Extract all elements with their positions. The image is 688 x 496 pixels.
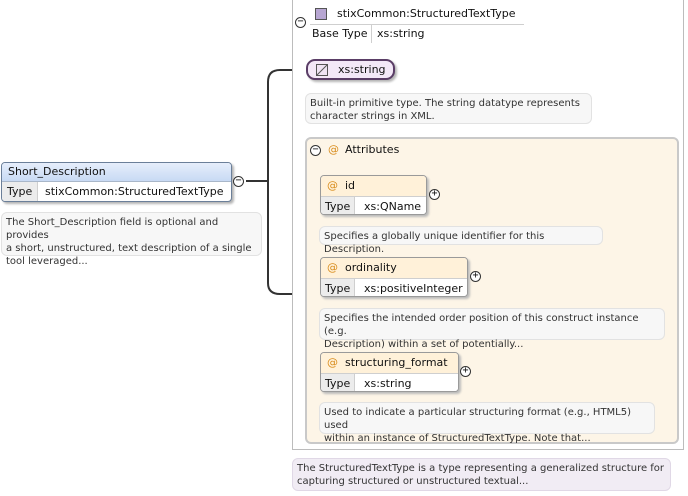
attribute-type-label: Type bbox=[321, 197, 356, 214]
attribute-structuring-format[interactable]: @ structuring_format Type xs:string bbox=[320, 352, 459, 392]
complex-type-name: stixCommon:StructuredTextType bbox=[337, 7, 516, 20]
attribute-name: structuring_format bbox=[345, 356, 448, 369]
simple-type-icon bbox=[316, 64, 328, 76]
element-name: Short_Description bbox=[8, 165, 106, 178]
attribute-id[interactable]: @ id Type xs:QName bbox=[320, 175, 427, 215]
attribute-ordinality-description: Specifies the intended order position of… bbox=[319, 308, 665, 350]
attribute-icon: @ bbox=[327, 261, 338, 274]
attribute-name: id bbox=[345, 179, 356, 192]
complex-type-header-divider bbox=[310, 24, 524, 25]
attribute-structuring-format-description: Used to indicate a particular structurin… bbox=[319, 402, 655, 444]
simple-type-box[interactable]: xs:string bbox=[306, 59, 395, 80]
connector-to-attributes bbox=[267, 181, 306, 295]
simple-type-name: xs:string bbox=[338, 63, 386, 76]
attributes-label: Attributes bbox=[345, 143, 400, 156]
attribute-type-value: xs:QName bbox=[364, 200, 422, 213]
attribute-icon: @ bbox=[327, 356, 338, 369]
element-collapse-toggle[interactable]: − bbox=[233, 176, 244, 187]
base-type-label: Base Type bbox=[312, 27, 368, 40]
attribute-ordinality-expand-toggle[interactable]: + bbox=[470, 271, 481, 282]
attributes-at-icon: @ bbox=[328, 143, 339, 156]
attribute-name: ordinality bbox=[345, 261, 397, 274]
complex-type-icon bbox=[315, 8, 327, 20]
complex-type-description: The StructuredTextType is a type represe… bbox=[292, 458, 671, 491]
element-type-value: stixCommon:StructuredTextType bbox=[45, 185, 224, 198]
attribute-ordinality[interactable]: @ ordinality Type xs:positiveInteger bbox=[320, 257, 468, 297]
attribute-type-value: xs:string bbox=[364, 377, 412, 390]
element-type-label: Type bbox=[2, 182, 39, 201]
attributes-collapse-toggle[interactable]: − bbox=[310, 145, 321, 156]
attribute-id-expand-toggle[interactable]: + bbox=[429, 189, 440, 200]
attribute-type-label: Type bbox=[321, 279, 356, 296]
simple-type-description: Built-in primitive type. The string data… bbox=[305, 93, 592, 124]
base-type-divider bbox=[371, 25, 372, 43]
attribute-icon: @ bbox=[327, 179, 338, 192]
connector-to-simple-type bbox=[246, 69, 306, 182]
attribute-id-description: Specifies a globally unique identifier f… bbox=[319, 226, 603, 255]
attribute-structuring-format-expand-toggle[interactable]: + bbox=[460, 366, 471, 377]
element-box[interactable]: Short_Description Type stixCommon:Struct… bbox=[1, 162, 232, 202]
attribute-type-value: xs:positiveInteger bbox=[364, 282, 463, 295]
base-type-value: xs:string bbox=[377, 27, 425, 40]
attribute-type-label: Type bbox=[321, 374, 356, 391]
element-description: The Short_Description field is optional … bbox=[1, 212, 262, 267]
element-header: Short_Description bbox=[2, 163, 231, 182]
complex-type-collapse-toggle[interactable]: − bbox=[295, 17, 306, 28]
